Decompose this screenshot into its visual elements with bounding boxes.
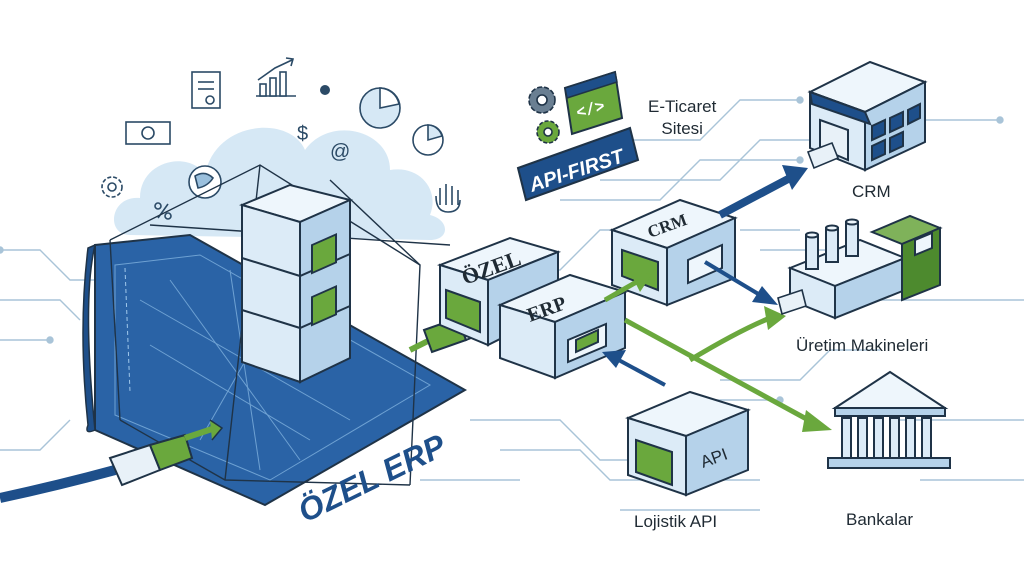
crm-label: CRM (852, 182, 891, 201)
doc-icon (191, 71, 221, 109)
banks-label: Bankalar (846, 510, 914, 529)
globe-icon (188, 165, 222, 199)
ecommerce-label: E-Ticaret Sitesi (648, 97, 717, 138)
api-first-badge (516, 70, 640, 202)
arrow-crm-to-production (703, 260, 778, 305)
arrow-to-production (688, 306, 786, 363)
at-icon: @ (330, 141, 350, 163)
bank-icon (827, 370, 951, 469)
hand-icon (435, 184, 461, 213)
arrow-to-crm (718, 165, 808, 219)
erp-box (497, 273, 628, 380)
blueprint-plug (0, 419, 224, 503)
arrow-to-banks (623, 317, 832, 432)
arrow-erp-to-crm (603, 272, 652, 303)
logistics-label: Lojistik API (634, 512, 718, 531)
gears-icon (528, 86, 560, 144)
dollar-icon: $ (297, 123, 308, 145)
bar-chart-icon (256, 57, 296, 97)
svg-text:$: $ (297, 123, 308, 145)
gear-icon (101, 176, 123, 198)
factory-icon (787, 214, 943, 320)
pie-chart-small-icon (412, 124, 444, 156)
api-box (625, 390, 751, 497)
production-label: Üretim Makineleri (796, 336, 929, 355)
factory-plug-icon (777, 288, 807, 316)
erp-tower (239, 183, 354, 384)
arrow-api-to-erp (602, 350, 666, 387)
svg-text:@: @ (330, 141, 350, 163)
cloud-icon (113, 127, 446, 240)
dot-icon (320, 85, 330, 95)
pie-chart-icon (359, 87, 401, 129)
store-building-icon (807, 60, 928, 172)
money-icon (125, 121, 171, 145)
crm-plug-icon (806, 141, 840, 170)
